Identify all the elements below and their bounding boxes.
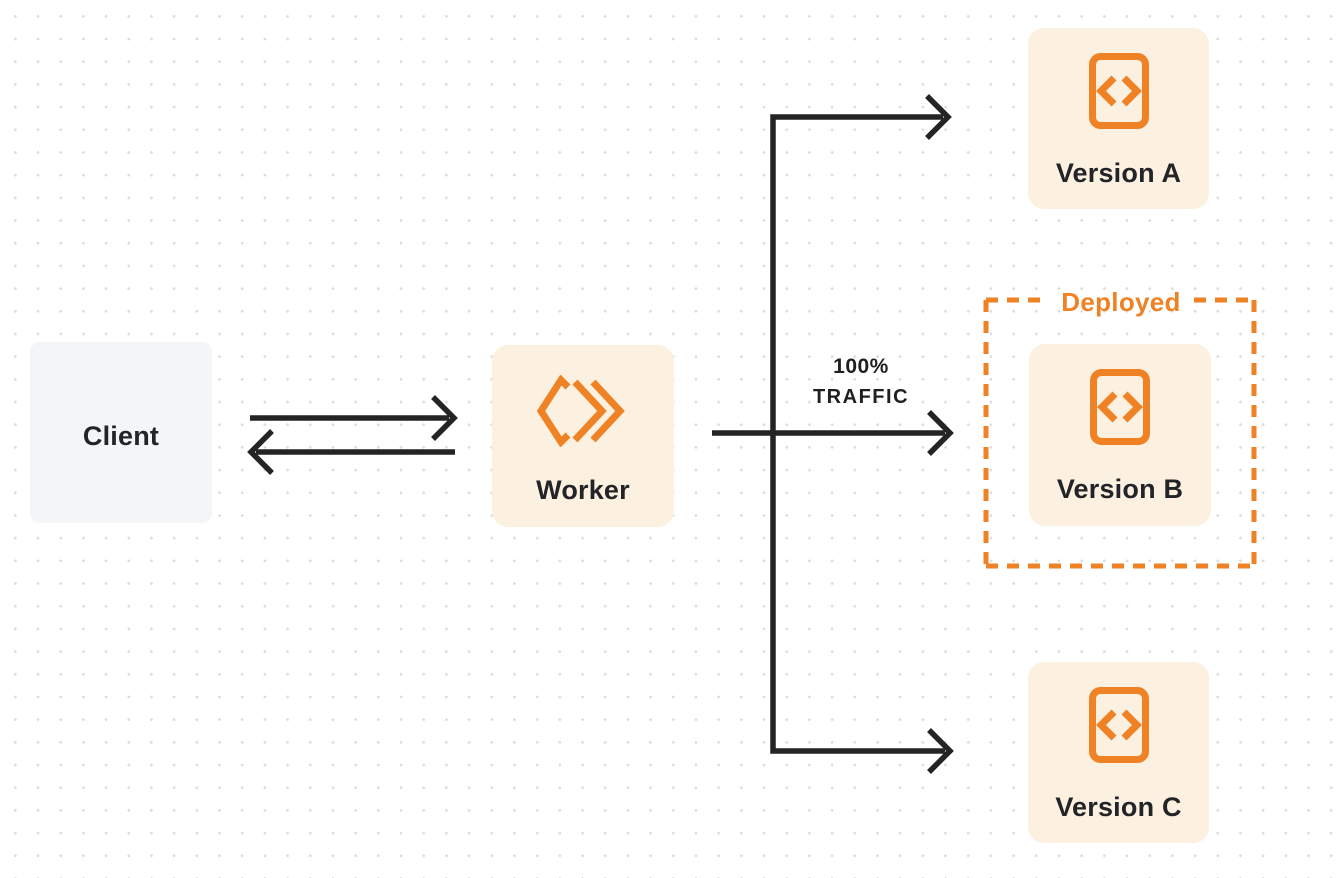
branch-trunk	[770, 114, 945, 754]
version-c-label: Version C	[1055, 792, 1182, 822]
deployed-label: Deployed	[1061, 287, 1181, 317]
node-version-c: Version C	[1028, 662, 1209, 843]
arrowhead-to-version-a	[925, 94, 952, 140]
deployed-boundary	[983, 297, 1257, 569]
arrow-worker-to-version-b	[712, 410, 954, 456]
node-version-b: Version B	[1029, 344, 1211, 526]
traffic-percentage: 100%	[833, 355, 889, 378]
arrow-worker-to-client	[247, 429, 455, 475]
cloudflare-workers-logo-icon	[537, 375, 625, 447]
node-client: Client	[30, 342, 212, 523]
code-file-icon	[1088, 687, 1149, 763]
arrow-client-to-worker	[250, 395, 458, 441]
client-label: Client	[82, 421, 160, 451]
version-b-label: Version B	[1056, 474, 1184, 504]
code-file-icon	[1088, 53, 1149, 129]
worker-label: Worker	[536, 475, 630, 505]
node-worker: Worker	[492, 345, 674, 527]
client-box	[30, 342, 212, 523]
traffic-word: TRAFFIC	[812, 386, 910, 408]
traffic-annotation: 100% TRAFFIC	[789, 352, 933, 413]
code-file-icon	[1090, 369, 1150, 445]
version-a-label: Version A	[1055, 158, 1182, 188]
arrowhead-to-version-c	[927, 728, 954, 774]
node-version-a: Version A	[1028, 28, 1209, 209]
